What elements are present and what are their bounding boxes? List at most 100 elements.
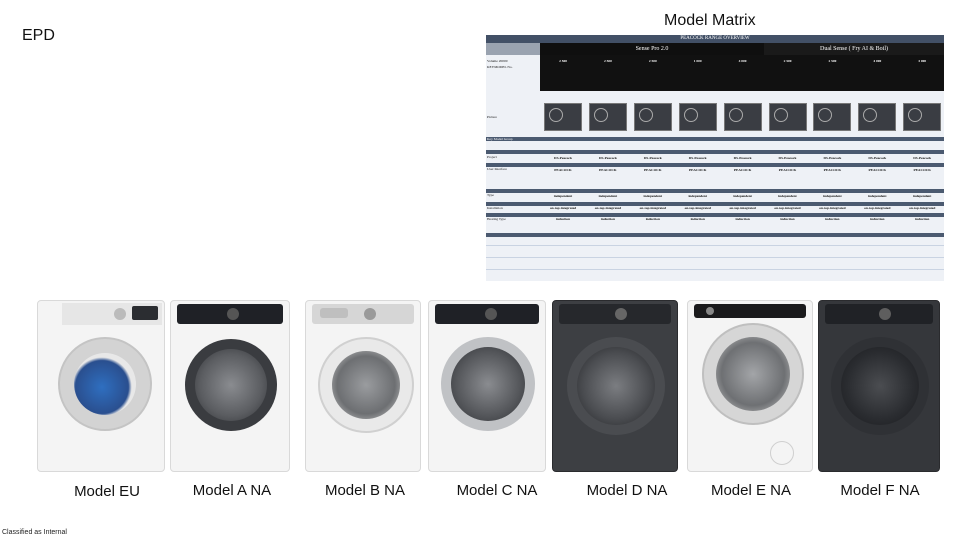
- control-panel: [312, 304, 414, 324]
- matrix-cell-volume: 3 000: [918, 59, 927, 63]
- model-label: Model F NA: [840, 482, 920, 499]
- dial-icon: [879, 308, 891, 320]
- matrix-cell-type: independent: [868, 194, 887, 198]
- model-label: Model D NA: [586, 482, 668, 499]
- matrix-band: [486, 213, 944, 217]
- matrix-cell-install: on-top-integrated: [774, 206, 801, 210]
- matrix-band: [486, 233, 944, 237]
- matrix-row-label: Picture: [487, 115, 497, 119]
- matrix-divider: [486, 245, 944, 246]
- matrix-cell-volume: 1 000: [693, 59, 702, 63]
- matrix-cell-ui: PEACOCK: [554, 168, 572, 172]
- matrix-cell-ui: PEACOCK: [868, 168, 887, 172]
- matrix-cell-volume: 2 500: [828, 59, 837, 63]
- matrix-row-label: Type: [487, 193, 494, 197]
- matrix-band: [486, 150, 944, 154]
- cooktop-picture-icon: [813, 103, 852, 131]
- matrix-cell-install: on-top-integrated: [639, 206, 666, 210]
- matrix-cell-heat: induction: [600, 217, 615, 221]
- matrix-cell-project: DS-Peacock: [688, 156, 707, 160]
- matrix-row-label: User Interface: [487, 167, 507, 171]
- matrix-cell-project: DS-Peacock: [778, 156, 797, 160]
- matrix-title: Model Matrix: [664, 12, 756, 29]
- matrix-row-label: Volume 20000: [487, 59, 508, 63]
- drum-icon: [716, 337, 790, 411]
- classification-footer: Classified as Internal: [2, 529, 67, 536]
- cooktop-picture-icon: [633, 103, 672, 131]
- matrix-cell-project: DS-Peacock: [554, 156, 572, 160]
- matrix-divider: [486, 257, 944, 258]
- matrix-cell-project: DS-Peacock: [913, 156, 932, 160]
- matrix-cell-ui: PEACOCK: [644, 168, 662, 172]
- door: [185, 339, 277, 431]
- door: [567, 337, 665, 435]
- matrix-cell-type: independent: [553, 194, 573, 198]
- matrix-cell-heat: induction: [555, 217, 571, 221]
- matrix-row-label: Key Model Group: [487, 137, 513, 141]
- matrix-row-label: Project: [487, 155, 497, 159]
- washer-model-d-na: [552, 300, 678, 472]
- matrix-cell-install: on-top-integrated: [864, 206, 891, 210]
- matrix-black-band: [540, 55, 944, 91]
- cooktop-picture-icon: [588, 103, 627, 131]
- dial-icon: [114, 308, 126, 320]
- matrix-cell-install: on-top-integrated: [909, 206, 936, 210]
- door: [318, 337, 414, 433]
- matrix-cell-type: independent: [688, 194, 707, 198]
- matrix-corner: [486, 43, 540, 55]
- matrix-cell-type: independent: [733, 194, 752, 198]
- matrix-cell-volume: 4 000: [738, 59, 747, 63]
- dispenser-icon: [320, 308, 348, 318]
- matrix-cell-project: DS-Peacock: [598, 156, 617, 160]
- matrix-group-dual-sense: Dual Sense ( Fry AI & Boil): [764, 43, 944, 55]
- control-panel: [62, 303, 162, 325]
- matrix-cell-volume: 2 500: [559, 59, 567, 63]
- model-label: Model C NA: [456, 482, 538, 499]
- matrix-cell-type: independent: [912, 194, 932, 198]
- matrix-cell-heat: induction: [735, 217, 750, 221]
- matrix-cell-install: on-top-integrated: [819, 206, 846, 210]
- dial-icon: [485, 308, 497, 320]
- matrix-cell-ui: PEACOCK: [823, 168, 842, 172]
- washer-model-a-na: [170, 300, 290, 472]
- drum-icon: [195, 349, 267, 421]
- matrix-band: [486, 202, 944, 206]
- control-panel: [825, 304, 933, 324]
- door: [831, 337, 929, 435]
- matrix-band: [486, 137, 944, 141]
- control-panel: [694, 304, 806, 318]
- matrix-cell-type: independent: [778, 194, 797, 198]
- door: [702, 323, 804, 425]
- filter-cap-icon: [770, 441, 794, 465]
- matrix-row-label: KEYMODEL No.: [487, 65, 513, 69]
- matrix-cell-project: DS-Peacock: [733, 156, 752, 160]
- matrix-header: PEACOCK RANGE OVERVIEW: [486, 35, 944, 43]
- model-matrix-table: PEACOCK RANGE OVERVIEW Sense Pro 2.0 Dua…: [486, 35, 944, 281]
- matrix-cell-heat: induction: [915, 217, 930, 221]
- matrix-cell-heat: induction: [870, 217, 885, 221]
- matrix-divider: [486, 269, 944, 270]
- control-panel: [177, 304, 283, 324]
- cooktop-picture-icon: [858, 103, 897, 131]
- matrix-cell-volume: 2 500: [783, 59, 792, 63]
- matrix-cell-heat: induction: [645, 217, 660, 221]
- matrix-cell-ui: PEACOCK: [733, 168, 752, 172]
- model-label: Model EU: [74, 483, 140, 500]
- matrix-cell-install: on-top-integrated: [594, 206, 622, 210]
- drum-icon: [74, 353, 136, 415]
- matrix-band: [486, 163, 944, 167]
- cooktop-picture-icon: [544, 103, 582, 131]
- drum-icon: [577, 347, 655, 425]
- matrix-cell-install: on-top-integrated: [729, 206, 756, 210]
- washer-model-c-na: [428, 300, 546, 472]
- drum-icon: [332, 351, 400, 419]
- matrix-group-sense-pro: Sense Pro 2.0: [540, 43, 764, 55]
- matrix-cell-install: on-top-integrated: [549, 206, 577, 210]
- matrix-cell-ui: PEACOCK: [688, 168, 707, 172]
